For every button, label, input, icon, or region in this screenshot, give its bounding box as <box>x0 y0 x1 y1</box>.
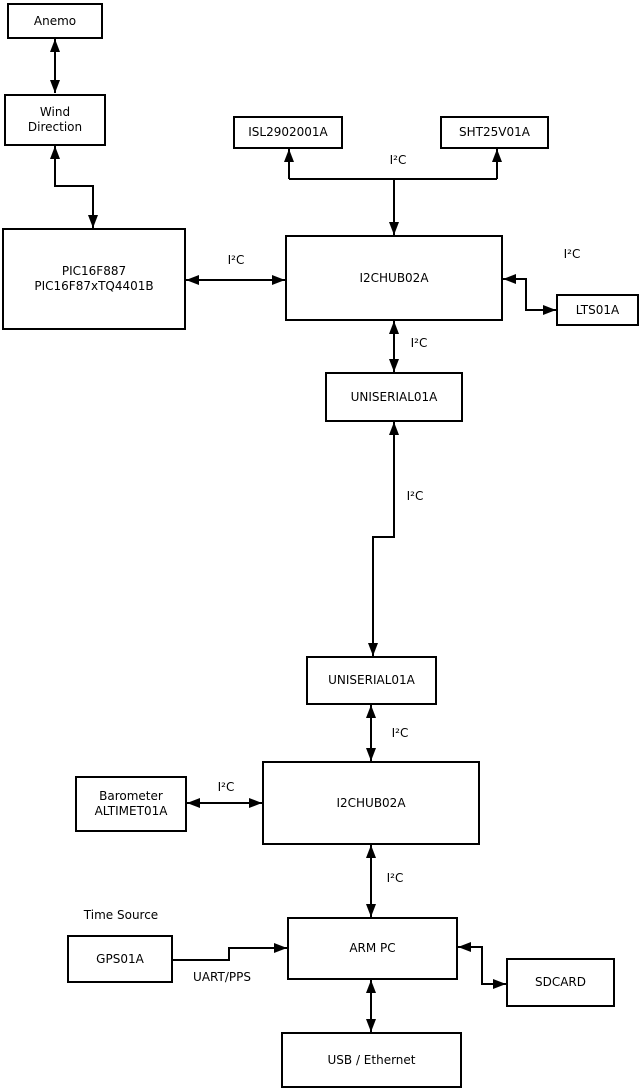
node-label: ISL2902001A <box>248 125 328 139</box>
node-usb-ethernet: USB / Ethernet <box>281 1032 462 1088</box>
connector-anemo-wind <box>50 39 60 93</box>
arrowhead-left-icon <box>503 274 516 284</box>
arrowhead-up-icon <box>366 845 376 858</box>
arrowhead-right-icon <box>249 798 262 808</box>
arrowhead-down-icon <box>366 904 376 917</box>
arrowhead-up-icon <box>366 705 376 718</box>
edge-label-uart-pps: UART/PPS <box>193 970 251 984</box>
node-label: SDCARD <box>534 975 587 989</box>
connector-uniserial-hub2 <box>366 705 376 761</box>
arrowhead-up-icon <box>366 980 376 993</box>
arrowhead-right-icon <box>274 943 287 953</box>
connector-hub1-lts <box>503 274 556 315</box>
arrowhead-up-icon <box>492 149 502 162</box>
node-label: PIC16F87xTQ4401B <box>34 279 154 293</box>
wire <box>288 149 498 235</box>
node-arm-pc: ARM PC <box>287 917 458 980</box>
arrowhead-right-icon <box>272 275 285 285</box>
connector-armpc-sdcard <box>458 942 506 989</box>
node-uniserial-top: UNISERIAL01A <box>325 372 463 422</box>
arrowhead-down-icon <box>389 222 399 235</box>
node-label: I2CHUB02A <box>336 795 406 810</box>
node-label: ARM PC <box>349 941 396 955</box>
arrowhead-up-icon <box>389 422 399 435</box>
arrowhead-down-icon <box>366 748 376 761</box>
edge-label-i2c-serial-hub2: I²C <box>391 726 409 740</box>
node-label: PIC16F887 <box>61 264 127 278</box>
node-i2c-hub-bottom: I2CHUB02A <box>262 761 480 845</box>
arrowhead-down-icon <box>389 359 399 372</box>
node-label: UNISERIAL01A <box>328 673 415 687</box>
connector-barometer-hub2 <box>187 798 262 808</box>
wire <box>173 947 287 961</box>
node-label: Anemo <box>33 13 77 28</box>
node-label: Direction <box>27 120 83 134</box>
node-label: I2CHUB02A <box>359 270 429 285</box>
arrowhead-down-icon <box>368 643 378 656</box>
arrowhead-left-icon <box>186 275 199 285</box>
arrowhead-up-icon <box>389 321 399 334</box>
node-label: UNISERIAL01A <box>350 389 438 404</box>
node-barometer: Barometer ALTIMET01A <box>75 776 187 832</box>
node-label: GPS01A <box>96 951 144 966</box>
connector-pic-hub1 <box>186 275 285 285</box>
connector-wind-pic <box>50 146 98 228</box>
node-gps: GPS01A <box>67 935 173 983</box>
wire <box>458 946 506 985</box>
edge-label-i2c-barometer-hub: I²C <box>217 780 235 794</box>
wire <box>54 146 94 228</box>
arrowhead-down-icon <box>88 215 98 228</box>
node-uniserial-bottom: UNISERIAL01A <box>306 656 437 705</box>
node-label: Wind <box>39 105 71 119</box>
edge-label-i2c-hub-serial: I²C <box>410 336 428 350</box>
arrowhead-down-icon <box>366 1019 376 1032</box>
arrowhead-up-icon <box>50 39 60 52</box>
node-label: USB / Ethernet <box>327 1052 416 1067</box>
edge-label-i2c-pic-hub: I²C <box>227 253 245 267</box>
wire <box>372 422 395 656</box>
node-i2c-hub-top: I2CHUB02A <box>285 235 503 321</box>
wire <box>503 278 556 311</box>
node-lts-sensor: LTS01A <box>556 294 639 326</box>
arrowhead-right-icon <box>493 979 506 989</box>
node-label: LTS01A <box>575 302 620 317</box>
node-isl-sensor: ISL2902001A <box>233 116 343 149</box>
edge-label-i2c-serial-link: I²C <box>406 489 424 503</box>
connector-armpc-usb <box>366 980 376 1032</box>
arrowhead-left-icon <box>458 942 471 952</box>
connector-hub1-sensors <box>284 149 502 235</box>
edge-label-time-source: Time Source <box>83 908 159 922</box>
arrowhead-up-icon <box>284 149 294 162</box>
arrowhead-right-icon <box>543 305 556 315</box>
connector-uniserial-link <box>368 422 399 656</box>
node-label: Barometer <box>99 789 163 803</box>
connector-gps-armpc <box>173 943 287 961</box>
edge-label-i2c-hub-arm: I²C <box>386 871 404 885</box>
node-sht-sensor: SHT25V01A <box>440 116 549 149</box>
connector-hub1-uniserial <box>389 321 399 372</box>
node-label: ALTIMET01A <box>94 804 168 818</box>
edge-label-i2c-sensors: I²C <box>389 153 407 167</box>
connector-hub2-armpc <box>366 845 376 917</box>
node-anemo: Anemo <box>7 3 103 39</box>
arrowhead-down-icon <box>50 80 60 93</box>
node-pic-controller: PIC16F887 PIC16F87xTQ4401B <box>2 228 186 330</box>
arrowhead-up-icon <box>50 146 60 159</box>
node-sdcard: SDCARD <box>506 958 615 1007</box>
node-wind-direction: Wind Direction <box>4 94 106 146</box>
arrowhead-left-icon <box>187 798 200 808</box>
node-label: SHT25V01A <box>459 125 530 139</box>
edge-label-i2c-hub-lts: I²C <box>563 247 581 261</box>
